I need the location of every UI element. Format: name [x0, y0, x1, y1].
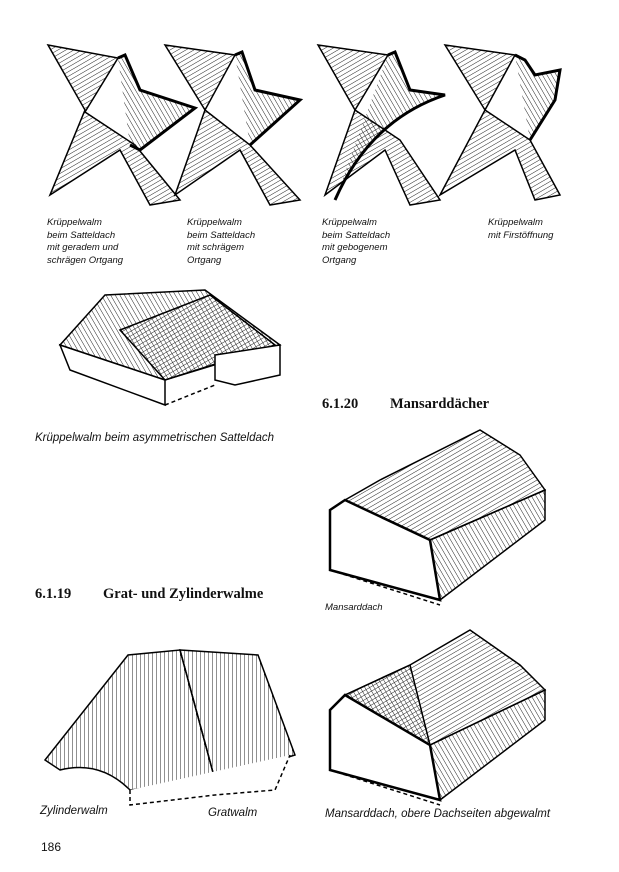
section-heading-6-1-19: 6.1.19 Grat- und Zylinderwalme	[35, 586, 263, 603]
kruppelwalm-ridge-opening	[438, 44, 562, 201]
caption-kruppelwalm-4: Krüppelwalm mit Firstöffnung	[488, 217, 554, 241]
section-title: Mansarddächer	[390, 396, 490, 412]
section-heading-6-1-20: 6.1.20 Mansarddächer	[322, 396, 489, 413]
kruppelwalm-straight	[46, 43, 199, 206]
caption-zylinderwalm: Zylinderwalm	[40, 805, 108, 817]
grat-zylinder-walm	[43, 649, 296, 806]
kruppelwalm-curved	[316, 44, 446, 206]
kruppelwalm-oblique	[163, 44, 304, 206]
section-title: Grat- und Zylinderwalme	[103, 586, 264, 602]
caption-asymmetric: Krüppelwalm beim asymmetrischen Sattelda…	[35, 432, 275, 444]
mansard-hipped-roof	[328, 629, 547, 806]
caption-gratwalm: Gratwalm	[208, 807, 258, 819]
asymmetric-saddle-roof	[58, 289, 282, 407]
mansard-roof	[328, 429, 547, 606]
section-number: 6.1.19	[35, 586, 72, 602]
caption-mansarddach: Mansarddach	[325, 602, 383, 613]
caption-mansarddach-abgewalmt: Mansarddach, obere Dachseiten abgewalmt	[325, 808, 551, 820]
caption-kruppelwalm-1: Krüppelwalm beim Satteldach mit geradem …	[47, 217, 124, 266]
page-number: 186	[41, 840, 62, 854]
caption-kruppelwalm-2: Krüppelwalm beim Satteldach mit schrägem…	[187, 217, 256, 266]
section-number: 6.1.20	[322, 396, 359, 412]
caption-kruppelwalm-3: Krüppelwalm beim Satteldach mit gebogene…	[322, 217, 391, 266]
